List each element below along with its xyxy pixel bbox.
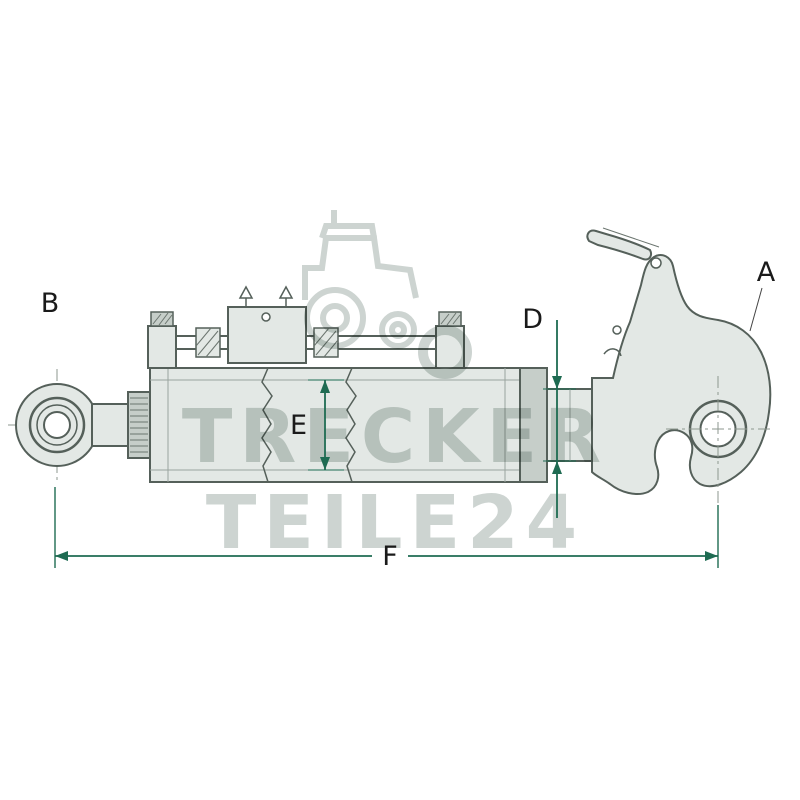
dimension-F: F xyxy=(54,487,719,572)
tractor-icon xyxy=(302,210,472,379)
label-E: E xyxy=(290,410,307,441)
ball-joint-hole xyxy=(43,411,71,439)
callout-labels: B A xyxy=(41,257,776,332)
hook-body-hole xyxy=(612,325,622,335)
top-link-part xyxy=(8,227,772,504)
label-F: F xyxy=(382,541,398,572)
label-D: D xyxy=(522,304,543,335)
claw-hook xyxy=(586,227,772,504)
break-lines xyxy=(261,367,357,483)
watermark-line2: TEILE24 xyxy=(206,480,584,566)
label-A-leader xyxy=(749,287,763,332)
cylinder-body xyxy=(149,367,521,483)
label-A: A xyxy=(757,257,776,288)
watermark-line1: TRECKER xyxy=(182,394,608,480)
hook-latch xyxy=(586,229,653,261)
dimension-D: D xyxy=(522,304,576,518)
latch-pivot-pin xyxy=(650,257,662,269)
lock-block-hole xyxy=(261,312,271,322)
thread-hatch xyxy=(130,397,148,453)
watermark: TRECKER TEILE24 xyxy=(182,210,608,566)
up-arrow-markers xyxy=(238,285,294,306)
dimension-E: E xyxy=(290,379,344,471)
label-B: B xyxy=(41,288,60,319)
ball-joint xyxy=(15,383,151,467)
watermark-wheel-icon xyxy=(418,325,472,379)
